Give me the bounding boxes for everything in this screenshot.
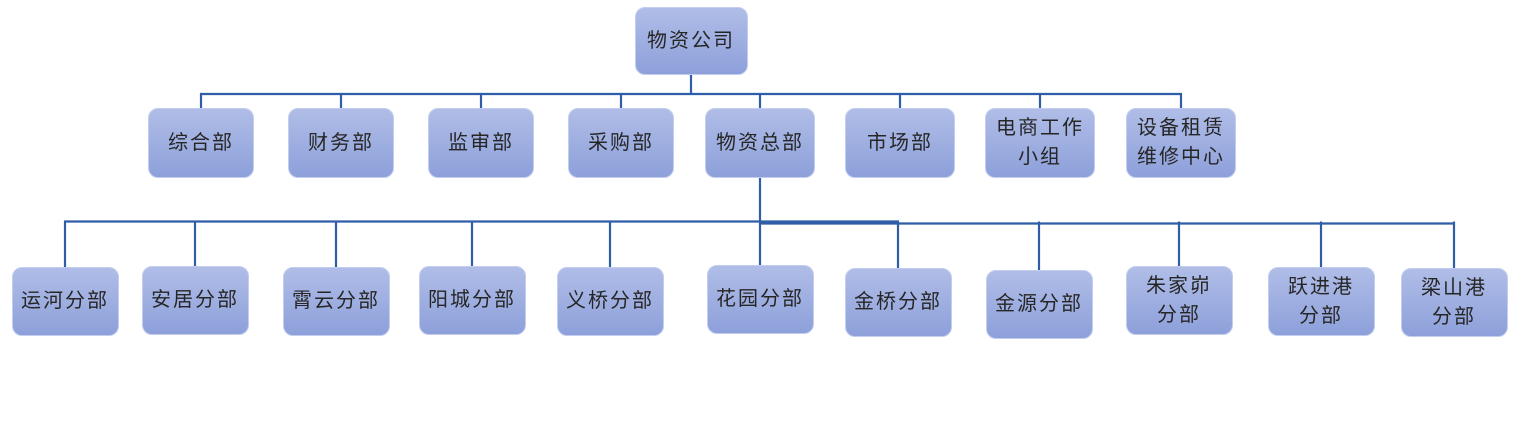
org-node-branch-1: 安居分部: [141, 266, 249, 335]
org-node-branch-5-label: 花园分部: [716, 288, 804, 310]
org-node-branch-7-label: 金源分部: [995, 293, 1083, 315]
org-node-dept-5-label: 市场部: [867, 131, 933, 154]
org-node-branch-8: 朱家峁 分部: [1125, 266, 1233, 335]
org-node-dept-6: 电商工作 小组: [985, 108, 1095, 178]
org-node-dept-2-label: 监审部: [448, 131, 514, 154]
org-node-branch-8-label: 朱家峁 分部: [1146, 274, 1212, 326]
org-node-branch-10: 梁山港 分部: [1400, 268, 1508, 337]
org-node-root: 物资公司: [634, 7, 748, 75]
org-node-branch-6-label: 金桥分部: [854, 291, 942, 313]
org-node-branch-2-label: 霄云分部: [292, 290, 380, 312]
org-node-dept-5: 市场部: [845, 108, 955, 178]
org-node-dept-0-label: 综合部: [168, 131, 234, 154]
org-node-branch-3: 阳城分部: [418, 266, 526, 335]
org-node-dept-7-label: 设备租赁 维修中心: [1137, 117, 1225, 168]
org-node-branch-0: 运河分部: [11, 267, 119, 336]
org-node-dept-3-label: 采购部: [588, 131, 654, 154]
org-node-branch-0-label: 运河分部: [21, 290, 109, 312]
org-node-dept-2: 监审部: [428, 108, 534, 178]
org-node-dept-0: 综合部: [148, 108, 254, 178]
org-node-dept-4: 物资总部: [705, 108, 815, 178]
org-node-branch-9-label: 跃进港 分部: [1288, 275, 1354, 327]
org-node-branch-2: 霄云分部: [282, 267, 390, 336]
org-node-dept-1-label: 财务部: [308, 131, 374, 154]
org-node-branch-4: 义桥分部: [556, 267, 664, 336]
org-node-branch-3-label: 阳城分部: [428, 289, 516, 311]
org-node-branch-9: 跃进港 分部: [1267, 267, 1375, 336]
org-node-dept-1: 财务部: [288, 108, 394, 178]
org-node-branch-5: 花园分部: [706, 265, 814, 334]
org-node-dept-3: 采购部: [568, 108, 674, 178]
org-node-branch-1-label: 安居分部: [151, 289, 239, 311]
org-node-branch-7: 金源分部: [985, 270, 1093, 339]
org-node-dept-4-label: 物资总部: [716, 131, 804, 154]
org-node-root-label: 物资公司: [647, 29, 735, 52]
org-node-branch-4-label: 义桥分部: [566, 290, 654, 312]
org-node-dept-6-label: 电商工作 小组: [996, 117, 1084, 168]
org-node-branch-6: 金桥分部: [844, 268, 952, 337]
org-node-branch-10-label: 梁山港 分部: [1421, 276, 1487, 328]
org-node-dept-7: 设备租赁 维修中心: [1126, 108, 1236, 178]
